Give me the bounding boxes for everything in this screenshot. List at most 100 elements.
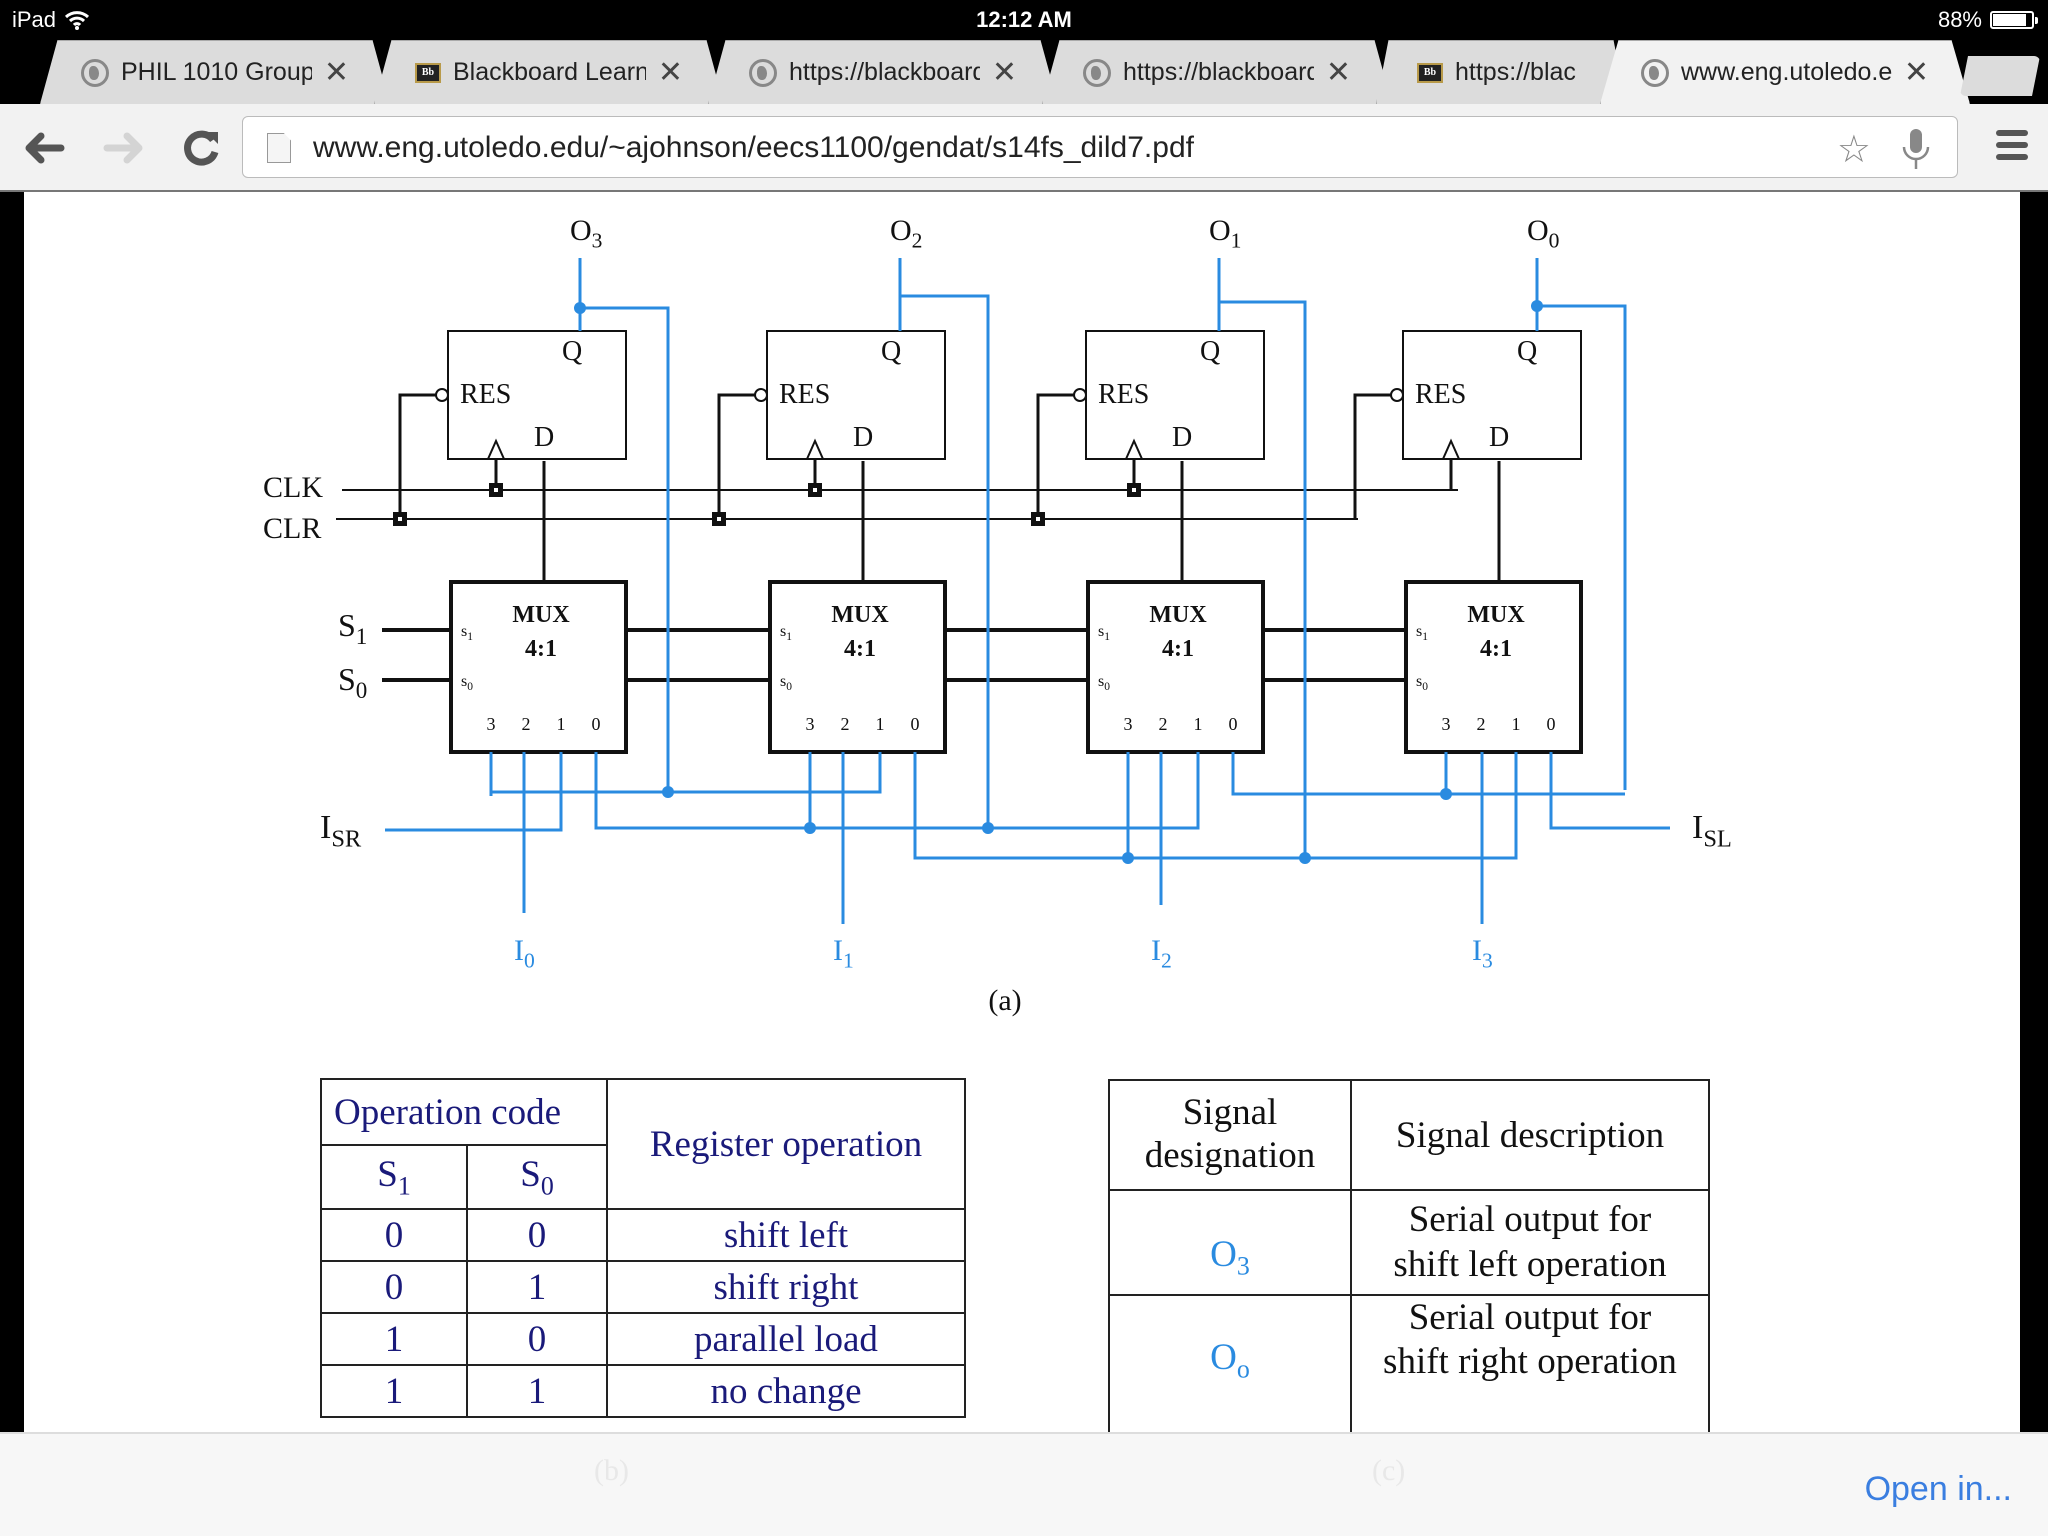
feedback-wire [1537,304,1627,790]
junction-dot [1531,300,1543,312]
junction-dot [662,786,674,798]
close-icon[interactable]: ✕ [323,56,349,89]
tab-label: https://blackboard.ut [789,58,980,86]
ff-d-label: D [1489,422,1509,453]
tab[interactable]: https://blackboard.ut ✕ [708,40,1058,104]
mux-pin-label: 0 [1229,714,1238,734]
mux-pin-label: 3 [1124,714,1133,734]
isr-label: ISR [320,809,362,853]
mux-block [1404,580,1583,754]
tab-label: https://blackboard.ut [1123,58,1314,86]
connector-square-center [398,517,402,521]
output-label: O3 [570,214,602,253]
reload-button[interactable] [178,124,226,172]
mux-pin-label: 2 [522,714,531,734]
tab[interactable]: Bb https://blac [1376,40,1626,104]
globe-icon [1083,58,1111,87]
browser-toolbar: www.eng.utoledo.edu/~ajohnson/eecs1100/g… [0,104,2048,192]
mux-pin-label: 3 [487,714,496,734]
microphone-icon[interactable] [1899,127,1933,171]
address-bar[interactable]: www.eng.utoledo.edu/~ajohnson/eecs1100/g… [242,116,1958,178]
open-in-button[interactable]: Open in... [1864,1470,2012,1508]
mux-pin-label: 0 [592,714,601,734]
res-wire [1036,393,1074,519]
feedback-wire [1219,300,1307,858]
arrow-right-icon [103,132,143,164]
mux-s0-pin: s0 [780,673,792,693]
mux-pin-label: 2 [1159,714,1168,734]
mux-pin-label: 1 [1194,714,1203,734]
header-register-operation: Register operation [606,1078,966,1210]
operation-code-table: Operation code Register operation S1 S0 … [320,1078,966,1418]
connector-square-center [717,517,721,521]
mux-ratio: 4:1 [1480,636,1512,662]
new-tab-button[interactable] [1960,56,2040,96]
tab[interactable]: https://blackboard.ut ✕ [1042,40,1392,104]
tab[interactable]: PHIL 1010 Group Pre ✕ [40,40,390,104]
back-button[interactable] [20,124,68,172]
header-operation-code: Operation code [320,1078,608,1146]
ff-q-label: Q [881,336,901,367]
mux-pin-label: 0 [1547,714,1556,734]
header-s1: S1 [320,1144,468,1210]
input-label: I0 [514,934,535,973]
bottom-bar: (b) (c) Open in... [0,1432,2048,1536]
output-label: O0 [1527,214,1559,253]
menu-button[interactable] [1996,130,2028,160]
connector-square-center [813,488,817,492]
ff-res-label: RES [779,379,830,410]
res-wire [398,393,436,519]
mux-title: MUX [831,602,889,628]
ff-q-label: Q [1200,336,1220,367]
mux-s0-pin: s0 [461,673,473,693]
close-icon[interactable]: ✕ [1325,56,1351,89]
tab-active[interactable]: www.eng.utoledo.ed ✕ [1600,40,1970,104]
clock: 12:12 AM [976,7,1072,32]
forward-button[interactable] [100,124,148,172]
s1-label: S1 [338,607,367,649]
close-icon[interactable]: ✕ [991,56,1017,89]
input-label: I1 [833,934,854,973]
caption-b: (b) [594,1454,629,1487]
mux-s1-pin: s1 [780,623,792,643]
ff-d-label: D [1172,422,1192,453]
close-icon[interactable]: ✕ [1903,56,1929,89]
mux-block [449,580,628,754]
mux-pin-label: 2 [1477,714,1486,734]
output-label: O2 [890,214,922,253]
mux-block [1086,580,1265,754]
device-name: iPad [12,7,57,32]
url-text[interactable]: www.eng.utoledo.edu/~ajohnson/eecs1100/g… [313,131,1194,164]
star-icon[interactable]: ☆ [1836,129,1871,171]
isl-wire [1549,752,1670,830]
ff-q-label: Q [1517,336,1537,367]
wire [913,752,1518,860]
mux-title: MUX [512,602,570,628]
flip-flop [766,330,946,460]
flip-flop [1085,330,1265,460]
mux-s1-pin: s1 [461,623,473,643]
connector-square-center [1036,517,1040,521]
globe-icon [81,58,109,87]
s0-label: S0 [338,661,367,703]
header-s0: S0 [466,1144,608,1210]
mux-pin-label: 1 [876,714,885,734]
page-icon [267,133,291,163]
mux-s0-pin: s0 [1416,673,1428,693]
header-signal-description: Signal description [1350,1079,1710,1191]
tab[interactable]: Bb Blackboard Learn ✕ [374,40,724,104]
mux-ratio: 4:1 [525,636,557,662]
mux-block [768,580,947,754]
tab-label: https://blac [1455,58,1576,86]
close-icon[interactable]: ✕ [657,56,683,89]
ff-res-label: RES [1415,379,1466,410]
wire [594,752,1200,830]
feedback-wire [580,306,670,790]
